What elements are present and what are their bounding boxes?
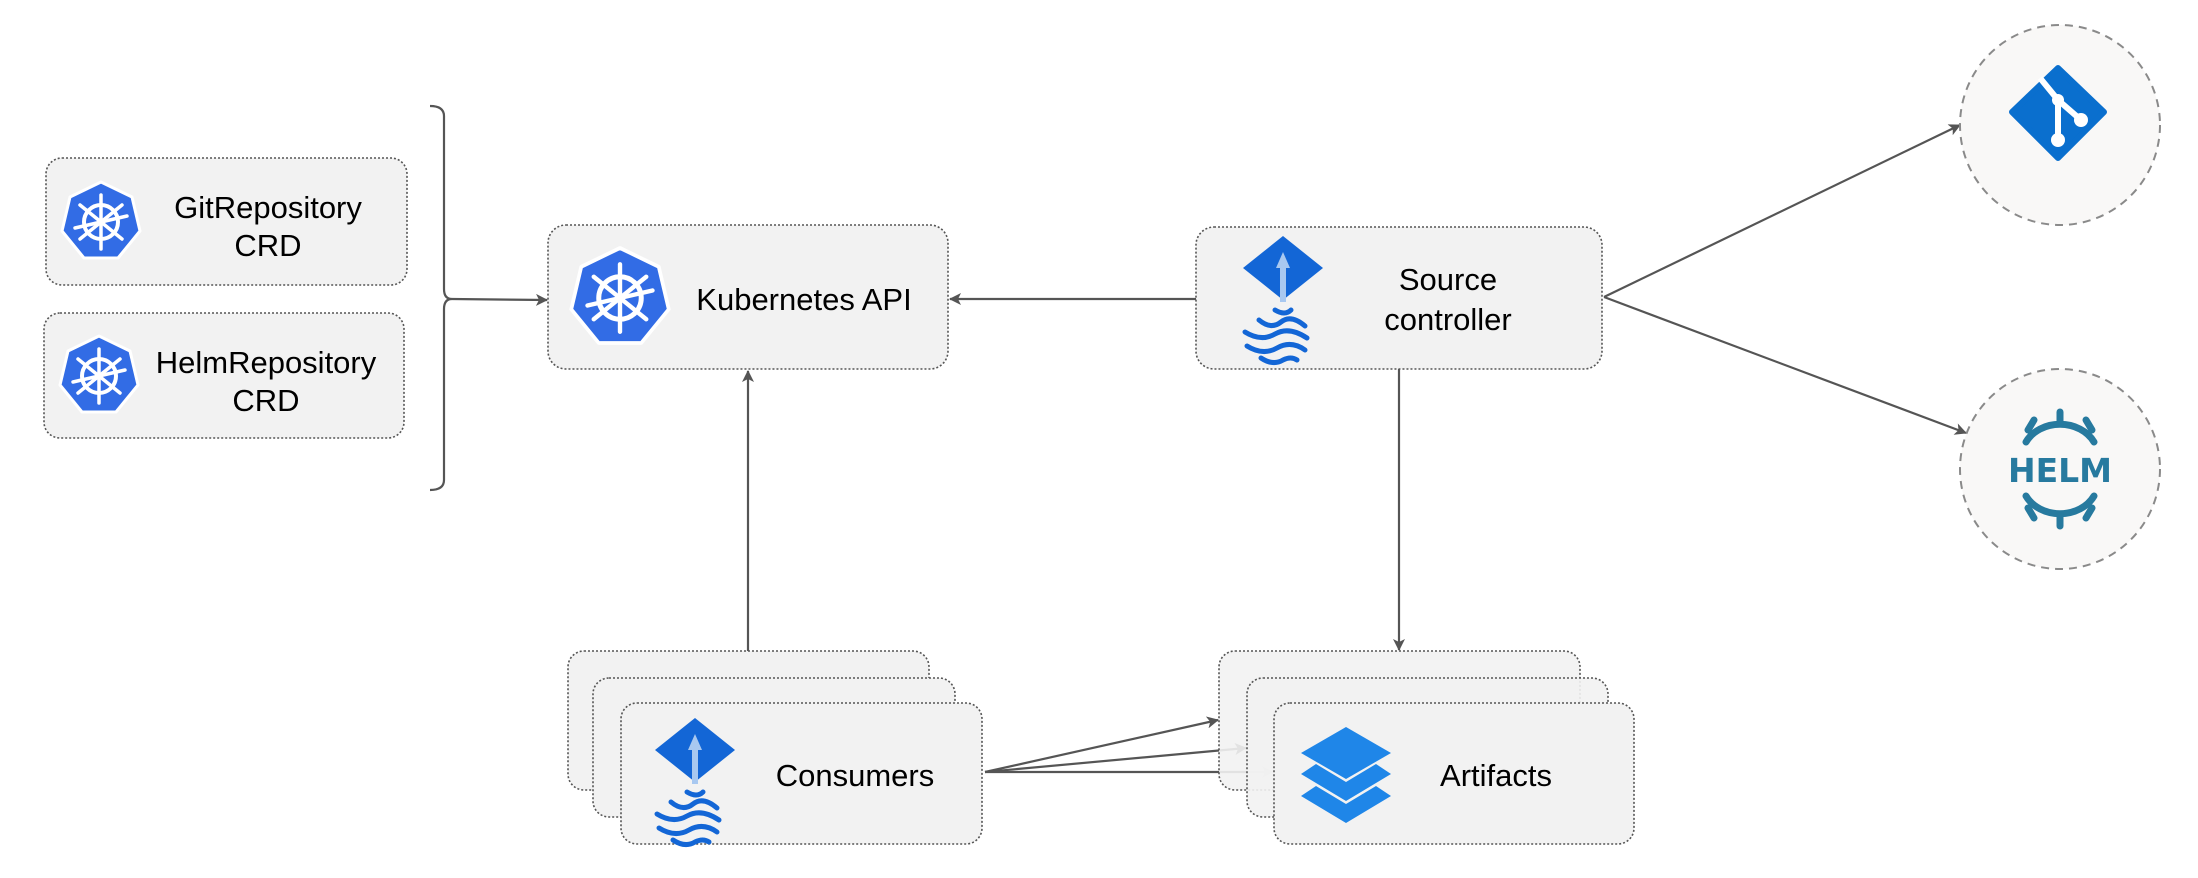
source-label: Source xyxy=(1399,262,1497,297)
helm-repository-crd-node[interactable]: HelmRepository CRD xyxy=(43,312,405,439)
git-repository-crd-node[interactable]: GitRepository CRD xyxy=(45,157,408,286)
layers-icon xyxy=(1301,727,1391,823)
git-repository-crd-label: CRD xyxy=(234,228,301,263)
artifacts-label: Artifacts xyxy=(1440,758,1552,793)
helm-repository-label: HelmRepository xyxy=(156,345,377,380)
artifacts-node[interactable]: Artifacts xyxy=(1218,650,1635,845)
source-controller-node[interactable]: Source controller xyxy=(1195,226,1603,370)
helm-node[interactable]: HELM xyxy=(1959,368,2161,570)
consumers-label: Consumers xyxy=(776,758,935,793)
kubernetes-api-label: Kubernetes API xyxy=(696,282,911,317)
helm-icon xyxy=(2022,408,2098,530)
controller-label: controller xyxy=(1384,302,1512,337)
consumers-node[interactable]: Consumers xyxy=(567,650,983,845)
git-repository-label: GitRepository xyxy=(174,190,362,225)
helm-repository-crd-label: CRD xyxy=(232,383,299,418)
git-icon xyxy=(2009,65,2107,161)
crd-brace xyxy=(429,104,453,492)
edge-consumers-to-artifacts xyxy=(984,716,1219,774)
edge-consumers-to-artifacts xyxy=(984,743,1247,774)
git-node[interactable] xyxy=(1959,24,2161,226)
helm-logo-text: HELM xyxy=(2008,451,2112,490)
edge-crds-to-kubernetes-api xyxy=(451,293,548,306)
kubernetes-api-node[interactable]: Kubernetes API xyxy=(547,224,949,370)
edge-source-controller-to-helm xyxy=(1603,295,1967,435)
edge-source-controller-to-git xyxy=(1603,124,1961,298)
